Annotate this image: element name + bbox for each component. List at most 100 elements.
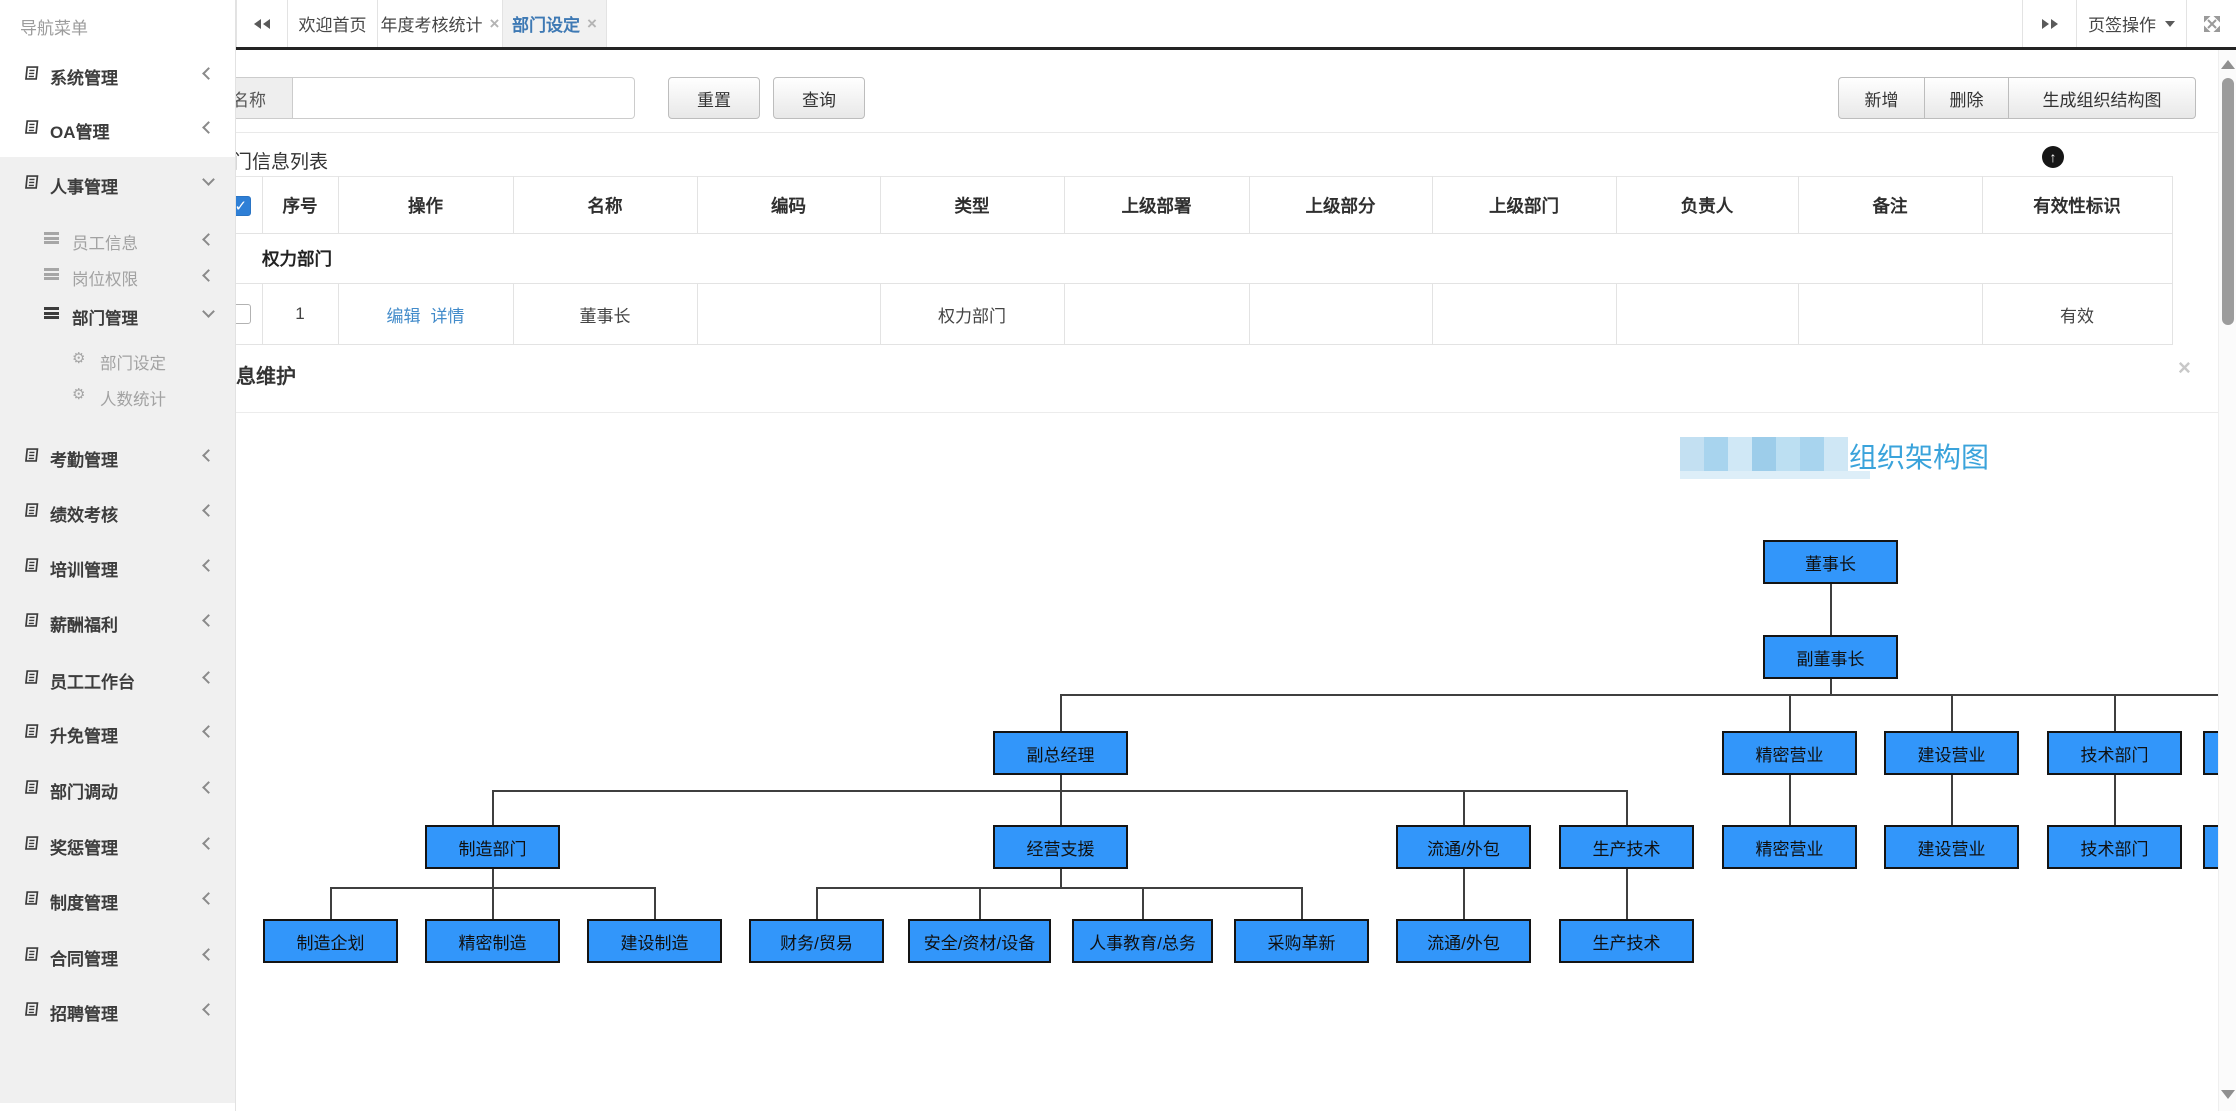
org-node-董事长[interactable]: 董事长 xyxy=(1763,540,1898,584)
redaction-block xyxy=(1680,437,1704,471)
org-connector-line xyxy=(492,790,494,825)
org-node-流通/外包[interactable]: 流通/外包 xyxy=(1396,919,1531,963)
org-node-副董事长[interactable]: 副董事长 xyxy=(1763,635,1898,679)
scroll-up-arrow[interactable] xyxy=(2221,60,2235,69)
tab-bar: 欢迎首页年度考核统计 × 部门设定 × 页签操作 xyxy=(236,0,2236,50)
org-node-建设营业[interactable]: 建设营业 xyxy=(1884,731,2019,775)
org-connector-line xyxy=(1060,775,1062,790)
sidebar-item-合同管理[interactable]: 合同管理 xyxy=(0,942,235,972)
expand-arrows-icon xyxy=(2203,15,2220,32)
tab-欢迎首页[interactable]: 欢迎首页 xyxy=(288,0,378,47)
maintenance-panel-close-icon[interactable]: × xyxy=(2178,355,2191,380)
sidebar-item-系统管理[interactable]: 系统管理 xyxy=(0,61,235,91)
sidebar-item-部门设定[interactable]: ⚙部门设定 xyxy=(0,347,235,377)
sidebar-item-label: 奖惩管理 xyxy=(50,839,118,858)
org-node-技术部门[interactable]: 技术部门 xyxy=(2047,731,2182,775)
list-icon xyxy=(44,231,59,249)
org-connector-line xyxy=(979,887,981,919)
vertical-scrollbar[interactable] xyxy=(2218,50,2236,1111)
org-connector-line xyxy=(492,869,494,887)
sidebar-item-部门调动[interactable]: 部门调动 xyxy=(0,775,235,805)
tab-label: 年度考核统计 xyxy=(380,16,483,35)
chevron-left-icon xyxy=(202,892,215,905)
chevron-left-icon xyxy=(202,233,215,246)
tab-label: 部门设定 xyxy=(512,16,581,35)
org-node-副总经理[interactable]: 副总经理 xyxy=(993,731,1128,775)
org-node-精密营业[interactable]: 精密营业 xyxy=(1722,825,1857,869)
search-field-label: 名称 xyxy=(205,77,293,119)
org-node-精密制造[interactable]: 精密制造 xyxy=(425,919,560,963)
chevron-left-icon xyxy=(202,269,215,282)
scroll-down-arrow[interactable] xyxy=(2221,1090,2235,1099)
sidebar-item-升免管理[interactable]: 升免管理 xyxy=(0,719,235,749)
tab-close-icon[interactable]: × xyxy=(587,14,597,33)
org-node-制造部门[interactable]: 制造部门 xyxy=(425,825,560,869)
org-connector-line xyxy=(1626,790,1628,825)
sidebar-item-人事管理[interactable]: 人事管理 xyxy=(0,170,235,200)
fullscreen-toggle-button[interactable] xyxy=(2187,0,2236,47)
tab-年度考核统计[interactable]: 年度考核统计 × xyxy=(378,0,503,47)
generate-org-chart-button[interactable]: 生成组织结构图 xyxy=(2008,77,2196,119)
org-node-制造企划[interactable]: 制造企划 xyxy=(263,919,398,963)
double-chevron-right-icon xyxy=(2050,18,2058,29)
sidebar-item-员工工作台[interactable]: 员工工作台 xyxy=(0,665,235,695)
sidebar-item-人数统计[interactable]: ⚙人数统计 xyxy=(0,383,235,413)
sidebar-item-label: 人事管理 xyxy=(50,178,118,197)
tab-close-icon[interactable]: × xyxy=(489,14,500,33)
org-node-生产技术[interactable]: 生产技术 xyxy=(1559,919,1694,963)
org-connector-line xyxy=(1463,790,1465,825)
column-header: 名称 xyxy=(513,176,698,234)
table-cell xyxy=(697,283,881,345)
sidebar-item-label: 人数统计 xyxy=(100,391,166,409)
sidebar-item-员工信息[interactable]: 员工信息 xyxy=(0,227,235,257)
reset-button[interactable]: 重置 xyxy=(668,77,760,119)
delete-button[interactable]: 删除 xyxy=(1924,77,2008,119)
org-node-生产技术[interactable]: 生产技术 xyxy=(1559,825,1694,869)
edit-link[interactable]: 编辑 xyxy=(386,306,421,326)
sidebar-item-薪酬福利[interactable]: 薪酬福利 xyxy=(0,608,235,638)
column-header: 备注 xyxy=(1798,176,1983,234)
double-chevron-left-icon xyxy=(254,18,261,29)
chevron-left-icon xyxy=(202,1003,215,1016)
chevron-left-icon xyxy=(202,121,215,134)
sidebar-item-OA管理[interactable]: OA管理 xyxy=(0,115,235,145)
sidebar-item-培训管理[interactable]: 培训管理 xyxy=(0,553,235,583)
org-node-精密营业[interactable]: 精密营业 xyxy=(1722,731,1857,775)
org-connector-line xyxy=(1830,679,1832,694)
tabs-scroll-right-button[interactable] xyxy=(2022,0,2077,47)
org-node-经营支援[interactable]: 经营支援 xyxy=(993,825,1128,869)
sidebar-item-岗位权限[interactable]: 岗位权限 xyxy=(0,263,235,293)
column-header: 上级部署 xyxy=(1064,176,1250,234)
org-node-技术部门[interactable]: 技术部门 xyxy=(2047,825,2182,869)
sidebar-item-制度管理[interactable]: 制度管理 xyxy=(0,886,235,916)
sidebar-item-考勤管理[interactable]: 考勤管理 xyxy=(0,443,235,473)
tab-operations-dropdown[interactable]: 页签操作 xyxy=(2077,0,2187,47)
org-node-建设营业[interactable]: 建设营业 xyxy=(1884,825,2019,869)
sidebar-item-奖惩管理[interactable]: 奖惩管理 xyxy=(0,831,235,861)
book-icon xyxy=(24,612,41,633)
org-node-采购革新[interactable]: 采购革新 xyxy=(1234,919,1369,963)
sidebar-item-label: 考勤管理 xyxy=(50,451,118,470)
org-node-流通/外包[interactable]: 流通/外包 xyxy=(1396,825,1531,869)
column-header: 序号 xyxy=(262,176,339,234)
details-link[interactable]: 详情 xyxy=(430,306,465,326)
org-node-安全/资材/设备[interactable]: 安全/资材/设备 xyxy=(908,919,1051,963)
add-button[interactable]: 新增 xyxy=(1838,77,1924,119)
name-search-input[interactable] xyxy=(293,77,635,119)
tab-部门设定[interactable]: 部门设定 × xyxy=(503,0,607,47)
org-node-财务/贸易[interactable]: 财务/贸易 xyxy=(749,919,884,963)
tabs-scroll-left-button[interactable] xyxy=(236,0,288,47)
org-node-人事教育/总务[interactable]: 人事教育/总务 xyxy=(1072,919,1213,963)
scrollbar-thumb[interactable] xyxy=(2222,78,2234,325)
panel-collapse-button[interactable]: ↑ xyxy=(2042,146,2064,168)
org-connector-line xyxy=(1060,694,1062,731)
org-connector-line xyxy=(816,887,818,919)
sidebar-item-绩效考核[interactable]: 绩效考核 xyxy=(0,498,235,528)
query-button[interactable]: 查询 xyxy=(773,77,865,119)
sidebar-item-部门管理[interactable]: 部门管理 xyxy=(0,302,235,332)
sidebar-item-招聘管理[interactable]: 招聘管理 xyxy=(0,997,235,1027)
org-node-建设制造[interactable]: 建设制造 xyxy=(587,919,722,963)
